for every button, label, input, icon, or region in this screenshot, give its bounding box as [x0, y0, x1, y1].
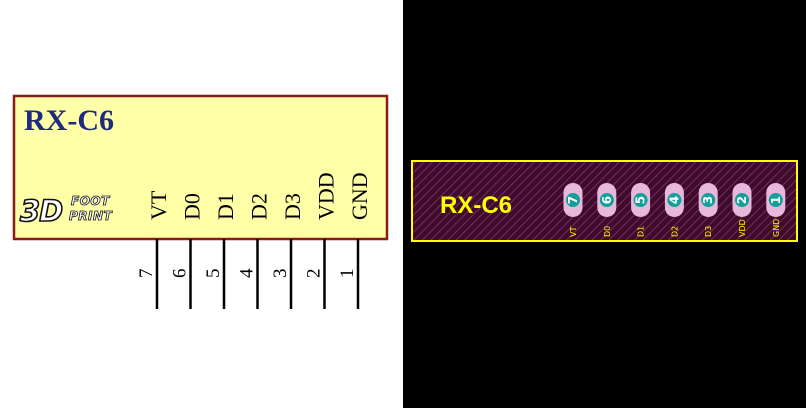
- logo-line1-text: FOOT: [71, 194, 110, 208]
- schematic-pin-3-number: 3: [270, 269, 291, 279]
- pcb-pad-2-label: VDD: [738, 219, 747, 237]
- schematic-pin-6-label: D0: [180, 193, 205, 220]
- schematic-pin-2-number: 2: [304, 269, 325, 279]
- footprint-outline: [411, 160, 798, 242]
- schematic-symbol: RX-C6 3D FOOT PRINT VT 7 D0 6 D1 5 D2 4 D3 3 VDD 2 G…: [12, 94, 389, 309]
- pcb-pad-3-hole: [701, 193, 716, 207]
- symbol-body: [12, 94, 389, 241]
- pcb-pad-6-label: D0: [603, 226, 612, 237]
- schematic-pin-5-number: 5: [203, 269, 224, 279]
- schematic-pin-1-number: 1: [337, 269, 358, 279]
- logo-line2-text: PRINT: [69, 209, 113, 223]
- schematic-pins: VT 7 D0 6 D1 5 D2 4 D3 3 VDD 2 GND 1: [136, 172, 372, 309]
- pcb-pad-6-number: 6: [600, 196, 614, 204]
- pcb-pad-7-label: VT: [569, 227, 578, 237]
- pcb-pad-3-number: 3: [701, 196, 715, 204]
- pcb-pad-2-hole: [735, 193, 749, 207]
- pcb-pad-5-label: D1: [637, 226, 646, 237]
- schematic-pin-6-number: 6: [170, 269, 191, 279]
- schematic-pin-3-label: D3: [280, 193, 305, 220]
- schematic-pin-4-label: D2: [247, 193, 272, 220]
- schematic-pin-2-label: VDD: [314, 172, 339, 220]
- pcb-part-name: RX-C6: [440, 192, 512, 219]
- schematic-pin-1-label: GND: [347, 172, 372, 220]
- schematic-pin-7-label: VT: [146, 190, 171, 220]
- logo-main-text: 3D: [20, 194, 62, 228]
- pcb-pad-4-label: D2: [670, 226, 679, 237]
- pcb-pad-2-number: 2: [735, 196, 749, 204]
- pcb-pad-5-hole: [633, 193, 648, 207]
- pcb-pad-4-number: 4: [667, 196, 681, 204]
- pcb-pad-1-number: 1: [769, 196, 783, 204]
- pcb-pad-1-hole: [768, 193, 783, 207]
- schematic-pin-4-number: 4: [237, 268, 258, 278]
- 3d-footprint-logo: 3D FOOT PRINT: [19, 193, 113, 229]
- pcb-pad-7-number: 7: [566, 196, 580, 204]
- pcb-pad-6-hole: [599, 193, 614, 207]
- pcb-pad-3-label: D3: [704, 226, 713, 237]
- schematic-part-name: RX-C6: [24, 104, 114, 137]
- pcb-pad-5-number: 5: [634, 196, 648, 204]
- pcb-pad-7-hole: [566, 193, 580, 207]
- schematic-pin-7-number: 7: [136, 269, 157, 279]
- pcb-pad-4-hole: [667, 193, 682, 207]
- pcb-pad-1-label: GND: [772, 219, 781, 237]
- schematic-pin-5-label: D1: [213, 193, 238, 220]
